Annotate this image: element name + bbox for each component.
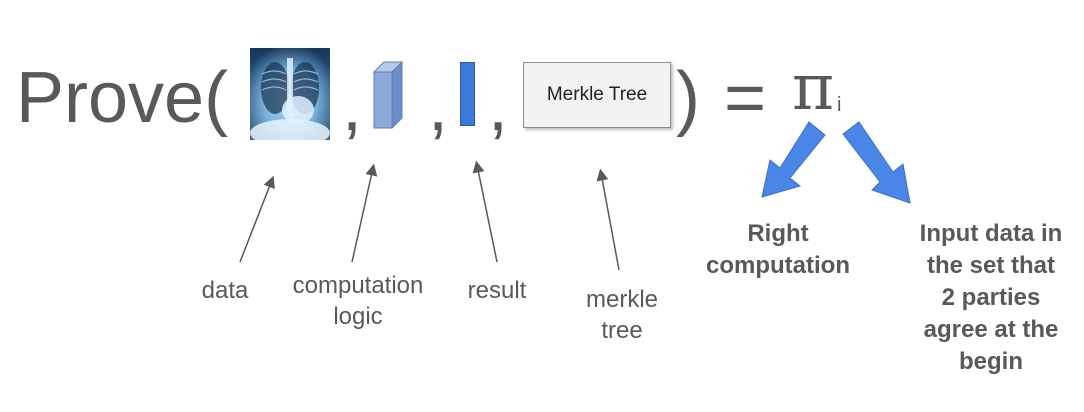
note-input-line-2: the set that — [926, 252, 1055, 279]
label-tree-line: tree — [601, 317, 643, 344]
label-merkle-line: merkle — [585, 286, 658, 313]
bar-icon — [460, 62, 475, 126]
left-block-arrow — [761, 121, 826, 198]
label-result: result — [467, 277, 527, 304]
merkle-pointer-arrow — [596, 168, 620, 271]
note-input-data: Input data in the set that 2 parties agr… — [900, 218, 1082, 378]
note-input-line-1: Input data in — [919, 220, 1063, 247]
logic-pointer-arrow — [351, 163, 378, 263]
prove-function-text: Prove( — [16, 58, 229, 138]
label-computation-logic: computation logic — [278, 270, 438, 332]
note-input-line-4: agree at the — [923, 316, 1059, 343]
result-pointer-arrow — [472, 160, 498, 263]
note-computation-line: computation — [706, 252, 850, 279]
xray-image — [250, 48, 330, 140]
label-data: data — [201, 277, 249, 304]
note-right-computation: Right computation — [688, 218, 868, 282]
cube-icon — [372, 58, 406, 135]
pi-subscript: i — [837, 94, 842, 116]
note-input-line-5: begin — [959, 348, 1023, 375]
pi-symbol: π — [792, 51, 835, 125]
comma-2: , — [428, 66, 449, 146]
merkle-tree-box-label: Merkle Tree — [546, 84, 648, 105]
note-right-line: Right — [747, 220, 809, 247]
label-computation-line: computation — [292, 272, 424, 299]
right-block-arrow — [842, 121, 911, 204]
equals-sign: = — [724, 58, 767, 138]
note-input-line-3: 2 parties — [941, 284, 1041, 311]
label-logic-line: logic — [333, 303, 383, 330]
data-pointer-arrow — [239, 175, 275, 263]
label-merkle-tree: merkle tree — [570, 284, 674, 346]
merkle-tree-box: Merkle Tree — [523, 62, 671, 128]
comma-3: , — [488, 66, 509, 146]
comma-1: , — [342, 66, 363, 146]
close-paren: ) — [676, 58, 700, 138]
